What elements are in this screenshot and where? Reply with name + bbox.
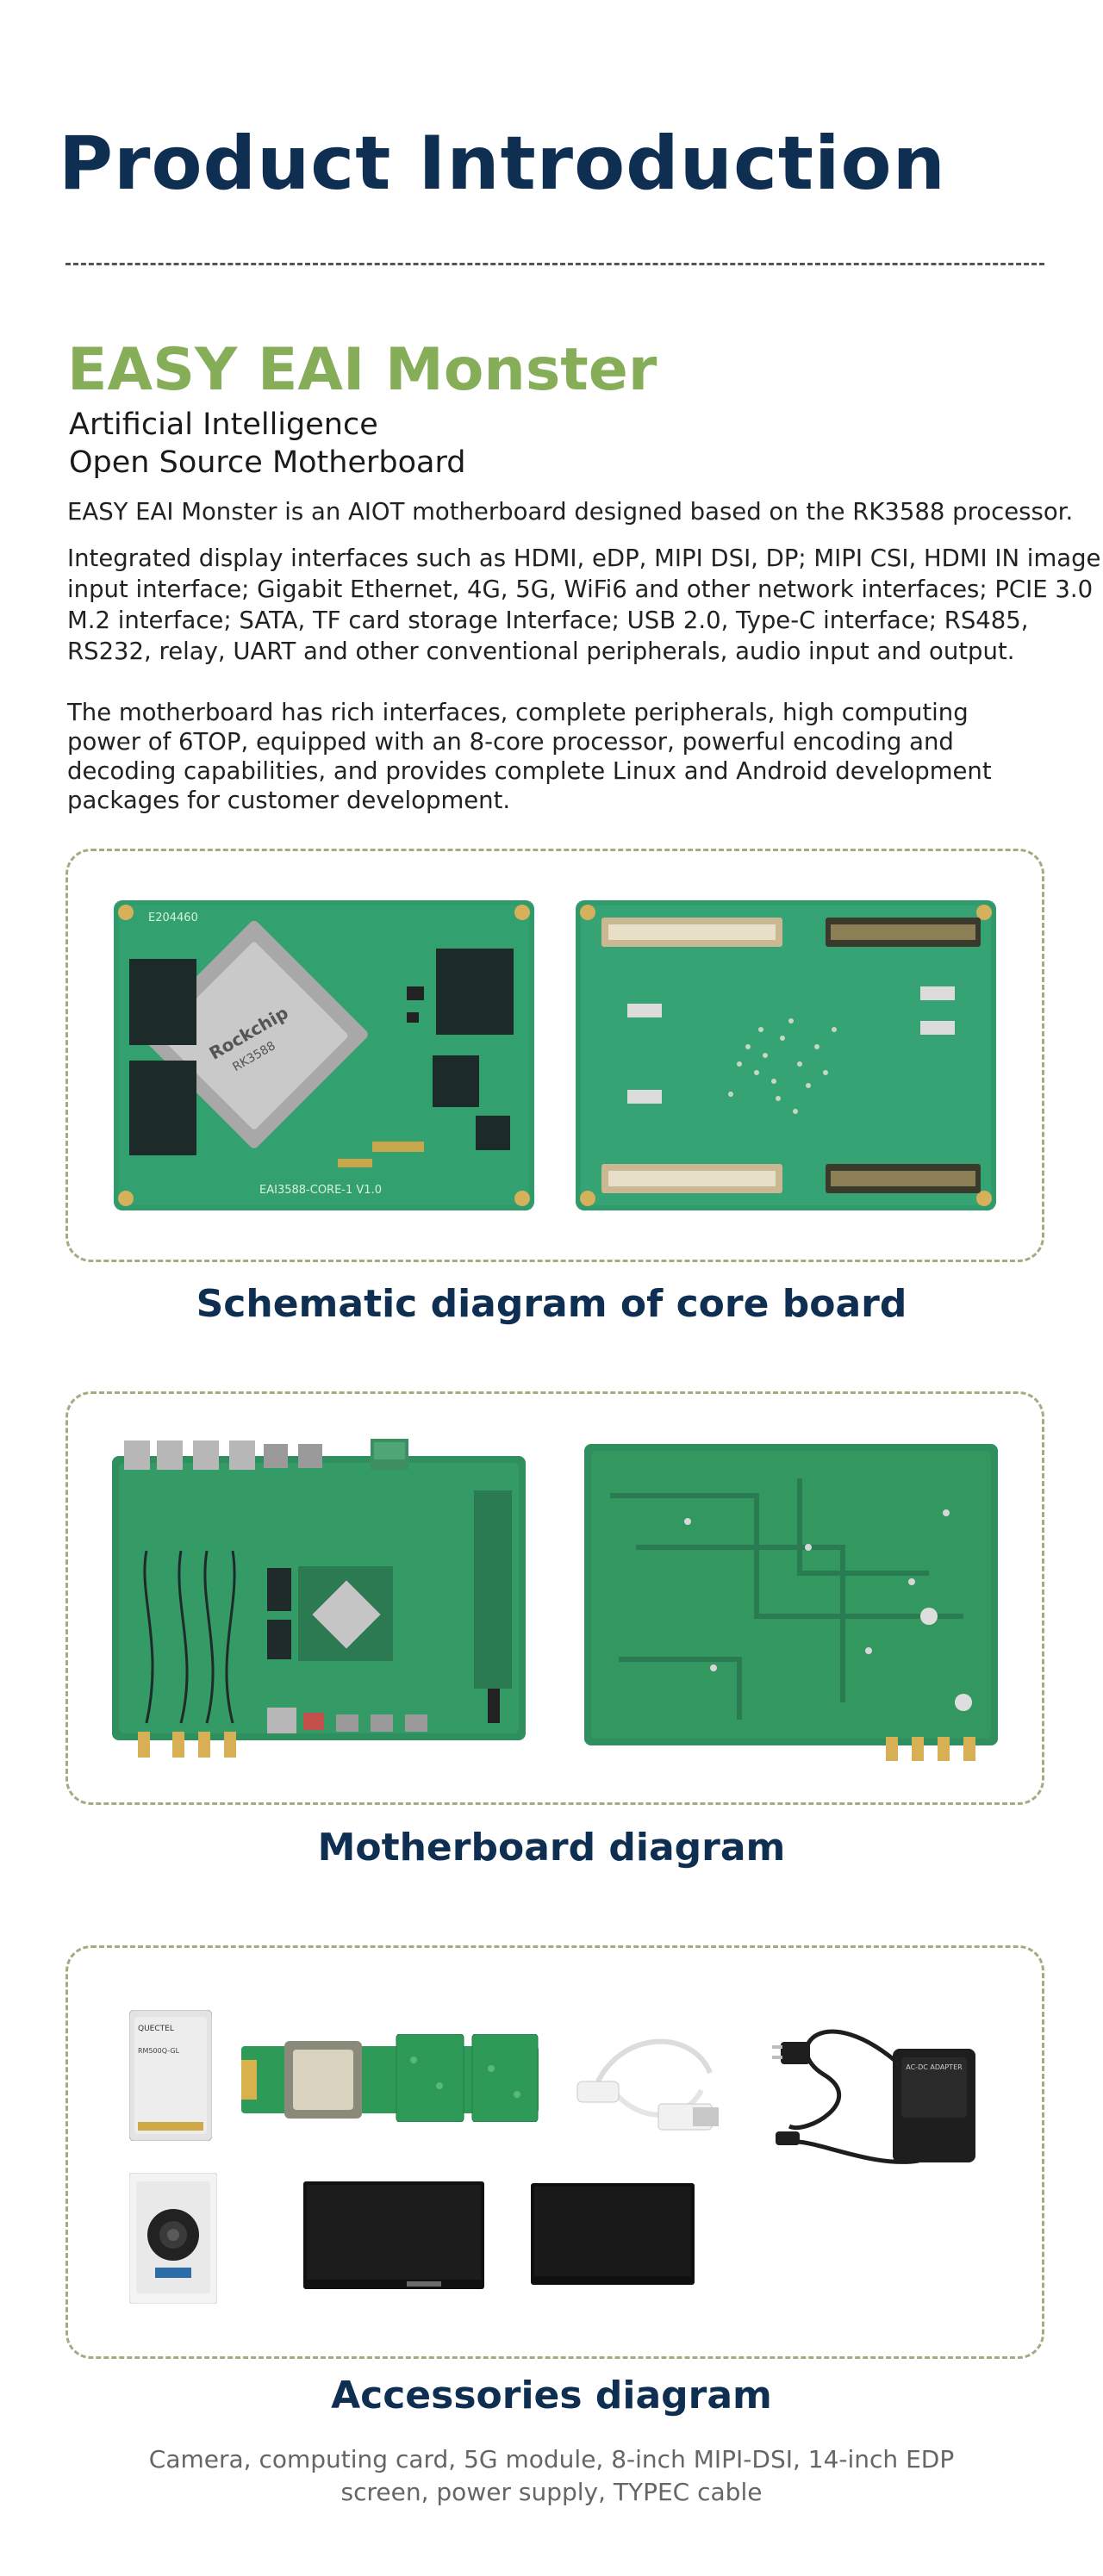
accessories-note: Camera, computing card, 5G module, 8-inc… (148, 2445, 955, 2506)
product-subtitle-line2: Open Source Motherboard (69, 445, 466, 480)
product-subtitle-line1: Artificial Intelligence (69, 408, 378, 442)
motherboard-caption: Motherboard diagram (317, 1826, 786, 1870)
power-supply-image: AC-DC ADAPTER (772, 2029, 975, 2164)
camera-image (129, 2173, 217, 2304)
core-board-caption: Schematic diagram of core board (196, 1282, 907, 1326)
accessories-caption: Accessories diagram (331, 2374, 772, 2417)
motherboard-front-image (112, 1439, 526, 1758)
computing-card-image (241, 2034, 539, 2122)
core-board-front-image: E204460 Rockchip RK3588 EAI3588-CORE-1 V… (114, 900, 534, 1210)
5g-module-image: QUECTEL RM500Q-GL (129, 2010, 212, 2141)
motherboard-back-image (584, 1444, 998, 1761)
intro-paragraph: EASY EAI Monster is an AIOT motherboard … (67, 498, 1074, 526)
core-board-id-text: E204460 (148, 912, 198, 924)
interfaces-paragraph: Integrated display interfaces such as HD… (67, 544, 1101, 665)
page-title: Product Introduction (59, 121, 946, 207)
core-board-back-image (576, 900, 996, 1210)
edp-screen-image (531, 2183, 695, 2285)
module-model-text: RM500Q-GL (138, 2047, 180, 2055)
accessories-frame (65, 1945, 1044, 2359)
title-divider (65, 263, 1044, 265)
features-paragraph: The motherboard has rich interfaces, com… (67, 699, 992, 814)
adapter-label-text: AC-DC ADAPTER (906, 2063, 963, 2071)
typec-cable-image (576, 2038, 719, 2131)
mipi-dsi-screen-image (303, 2181, 484, 2289)
product-name: EASY EAI Monster (67, 336, 657, 404)
module-brand-text: QUECTEL (138, 2025, 174, 2033)
core-board-silk-text: EAI3588-CORE-1 V1.0 (259, 1184, 382, 1197)
